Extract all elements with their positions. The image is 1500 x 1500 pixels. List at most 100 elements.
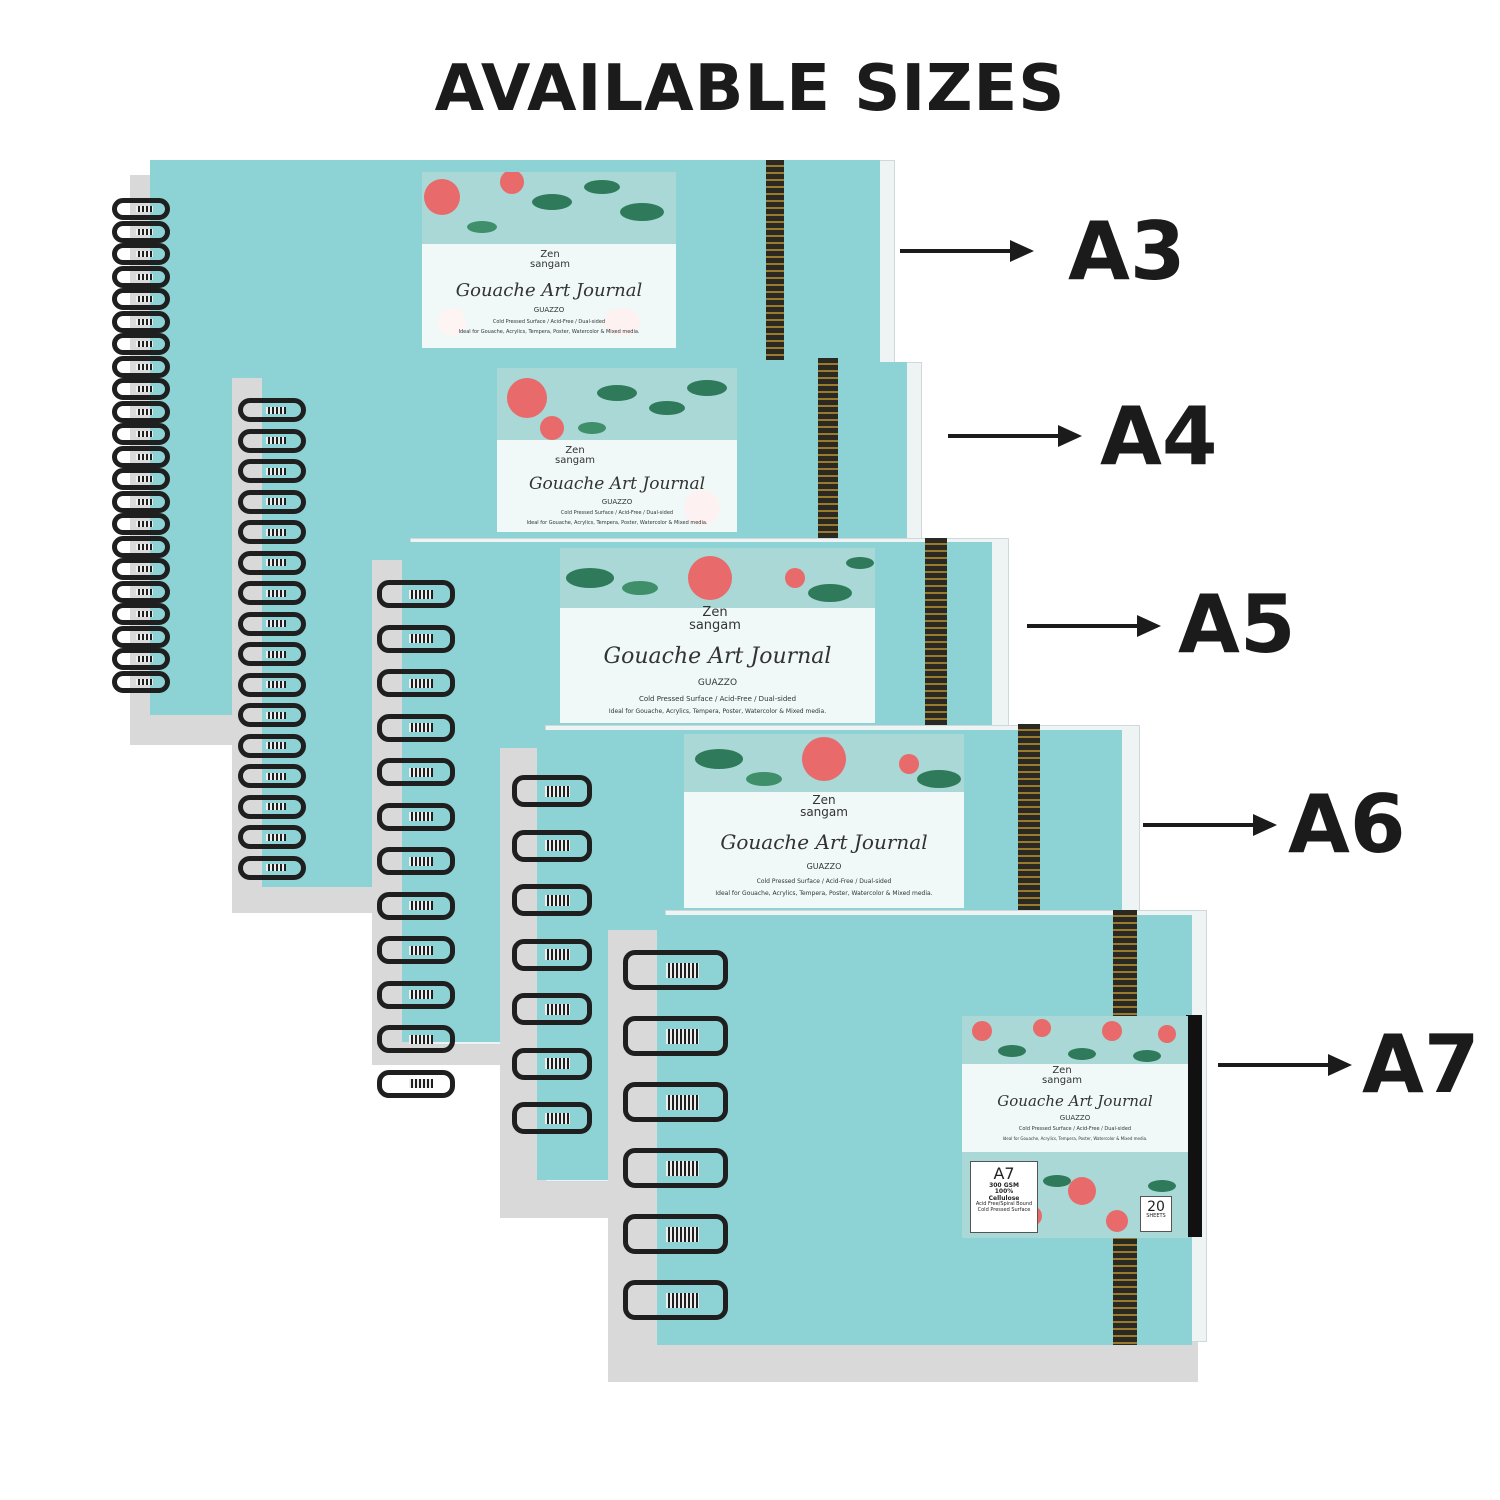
cover-label: Zen sangam Gouache Art Journal GUAZZO Co…	[422, 172, 676, 348]
brand-name-2: sangam	[1042, 1075, 1082, 1086]
spiral-ring	[377, 669, 455, 697]
spiral-ring	[512, 938, 592, 971]
size-label-a4: A4	[1100, 390, 1218, 483]
features-text: Cold Pressed Surface / Acid-Free / Dual-…	[756, 878, 892, 885]
journal-title: Gouache Art Journal	[720, 830, 928, 854]
label-panel	[962, 1064, 1188, 1152]
label-panel	[560, 608, 875, 723]
spiral-ring	[377, 1069, 455, 1098]
spiral-ring	[238, 855, 306, 880]
journal-title: Gouache Art Journal	[455, 280, 643, 301]
spiral-ring	[377, 802, 455, 831]
spec-size: A7	[993, 1164, 1015, 1183]
spiral-ring	[377, 713, 455, 742]
spec-gsm: 300 GSM	[989, 1181, 1019, 1189]
spiral-ring	[112, 603, 170, 625]
spiral-ring	[377, 891, 455, 920]
spiral-ring	[623, 1280, 728, 1320]
spiral-ring	[623, 1214, 728, 1254]
spec-material-2: Cellulose	[988, 1194, 1020, 1202]
spiral-ring	[112, 265, 170, 288]
label-panel	[422, 244, 676, 348]
brand-name: Zen	[702, 605, 728, 620]
spec-line-1: Acid Free/Spiral Bound	[975, 1201, 1033, 1208]
spiral-ring	[377, 624, 455, 653]
spec-line-2: Cold Pressed Surface	[977, 1206, 1031, 1213]
spiral-ring	[238, 459, 306, 483]
brand-name-2: sangam	[555, 455, 595, 466]
spiral-ring	[238, 398, 306, 422]
cover-label: Zen sangam Gouache Art Journal GUAZZO Co…	[684, 734, 964, 908]
brand-logo: Zen sangam	[685, 606, 745, 632]
journal-subtitle: GUAZZO	[697, 678, 738, 688]
journal-subtitle: GUAZZO	[1059, 1114, 1091, 1122]
cover-label: Zen sangam Gouache Art Journal GUAZZO Co…	[497, 368, 737, 532]
arrow-a6	[1143, 814, 1277, 836]
brand-name: Zen	[565, 445, 585, 456]
spiral-ring	[112, 198, 170, 220]
spiral-ring	[112, 490, 170, 513]
elastic-band	[818, 358, 838, 540]
spiral-ring	[238, 611, 306, 636]
spiral-ring	[512, 1102, 592, 1134]
spiral-ring	[112, 333, 170, 355]
spiral-ring	[238, 489, 306, 514]
spiral-ring	[238, 520, 306, 544]
spiral-ring	[623, 1148, 728, 1188]
spiral-ring	[112, 580, 170, 603]
spiral-ring	[238, 428, 306, 453]
features-text: Cold Pressed Surface / Acid-Free / Dual-…	[638, 695, 797, 703]
page-title: AVAILABLE SIZES	[434, 52, 1066, 126]
spiral-ring	[112, 310, 170, 333]
uses-text: Ideal for Gouache, Acrylics, Tempera, Po…	[458, 329, 640, 335]
spiral-ring	[112, 288, 170, 310]
spiral-ring	[377, 847, 455, 875]
brand-logo: Zen sangam	[555, 446, 595, 466]
cover-label: Zen sangam Gouache Art Journal GUAZZO Co…	[560, 548, 875, 723]
journal-subtitle: GUAZZO	[806, 862, 842, 871]
arrow-a4	[948, 425, 1082, 447]
spiral-ring	[112, 243, 170, 265]
elastic-band	[766, 160, 784, 360]
spiral-ring	[623, 950, 728, 990]
spiral-ring	[377, 936, 455, 964]
spiral-ring	[512, 1047, 592, 1080]
elastic-band	[925, 538, 947, 725]
size-label-a5: A5	[1178, 578, 1296, 671]
features-text: Cold Pressed Surface / Acid-Free / Dual-…	[492, 319, 606, 325]
spiral-ring	[112, 535, 170, 558]
brand-logo: Zen sangam	[530, 250, 570, 270]
spiral-ring	[112, 445, 170, 468]
spiral-ring	[112, 558, 170, 580]
arrow-a7	[1218, 1054, 1352, 1076]
features-text: Cold Pressed Surface / Acid-Free / Dual-…	[1018, 1126, 1132, 1132]
brand-name: Zen	[1052, 1065, 1072, 1076]
spiral-ring	[238, 703, 306, 727]
spiral-ring	[238, 672, 306, 697]
journal-title: Gouache Art Journal	[528, 474, 706, 494]
features-text: Cold Pressed Surface / Acid-Free / Dual-…	[560, 510, 674, 516]
brand-name-2: sangam	[689, 618, 741, 633]
spiral-ring	[377, 980, 455, 1009]
spiral-ring	[623, 1016, 728, 1056]
journal-subtitle: GUAZZO	[601, 498, 633, 506]
spiral-ring	[112, 423, 170, 445]
spiral-ring	[112, 378, 170, 400]
spiral-ring	[512, 829, 592, 862]
size-label-a7: A7	[1362, 1018, 1480, 1111]
spiral-ring	[112, 625, 170, 648]
elastic-band	[1018, 724, 1040, 910]
spec-material-1: 100%	[994, 1188, 1014, 1196]
brand-name-2: sangam	[800, 805, 848, 819]
journal-title: Gouache Art Journal	[997, 1092, 1153, 1110]
spiral-ring	[238, 825, 306, 849]
sheets-badge: 20 SHEETS	[1140, 1196, 1172, 1232]
uses-text: Ideal for Gouache, Acrylics, Tempera, Po…	[715, 890, 933, 897]
cover-label: Zen sangam Gouache Art Journal GUAZZO Co…	[962, 1016, 1188, 1238]
spiral-ring	[512, 884, 592, 916]
label-panel	[497, 440, 737, 532]
spiral-ring	[238, 581, 306, 605]
uses-text: Ideal for Gouache, Acrylics, Tempera, Po…	[1002, 1136, 1148, 1141]
brand-logo: Zen sangam	[796, 794, 852, 818]
journal-title: Gouache Art Journal	[603, 644, 832, 669]
